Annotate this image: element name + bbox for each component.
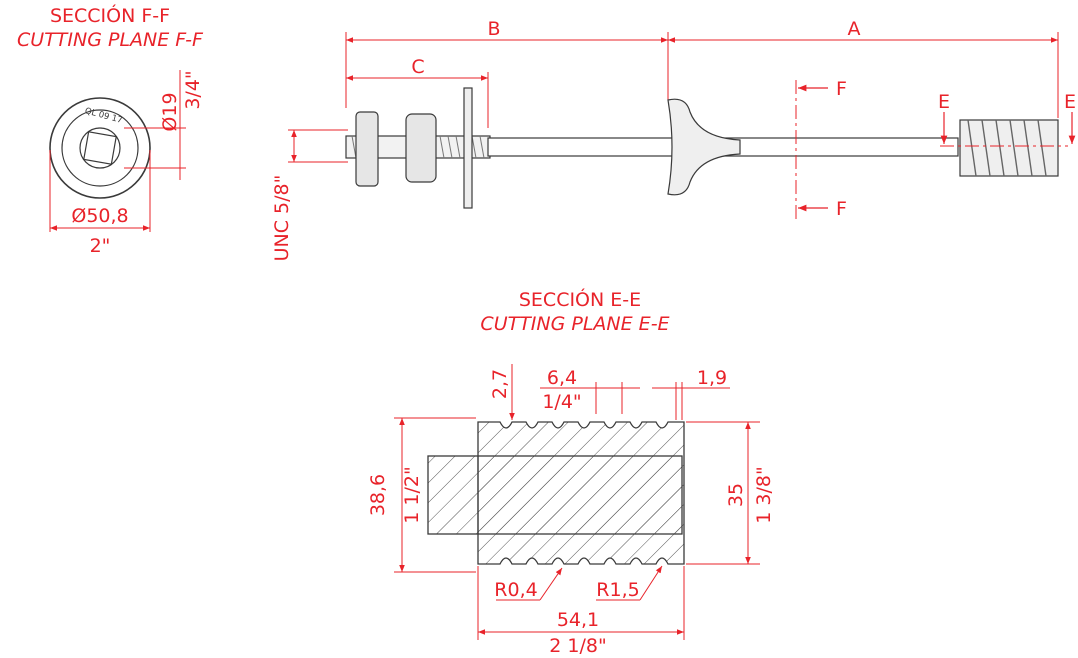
ff-dia-mm: Ø19 — [159, 92, 181, 131]
dim-label-c: C — [411, 56, 424, 78]
cut-e-right: E — [1064, 91, 1076, 113]
main-view: B A C UNC 5/8" — [271, 18, 1076, 261]
ee-radius-large: R1,5 — [596, 579, 639, 601]
ee-depth: 2,7 — [489, 369, 511, 399]
cut-f-top: F — [836, 78, 847, 100]
ee-inner-mm: 35 — [725, 483, 747, 507]
section-ff-view: SECCIÓN F-F CUTTING PLANE F-F QL 09 17 Ø… — [17, 3, 204, 257]
ee-height-in: 1 1/2" — [401, 466, 423, 523]
nut-large — [405, 113, 437, 183]
section-ee-subtitle: CUTTING PLANE E-E — [480, 313, 669, 335]
ff-outer-dia-mm: Ø50,8 — [71, 205, 128, 227]
ff-square-key — [83, 131, 117, 165]
ee-pitch-mm: 6,4 — [547, 367, 577, 389]
dim-label-a: A — [848, 18, 861, 40]
ee-land: 1,9 — [697, 367, 727, 389]
section-ff-subtitle: CUTTING PLANE F-F — [17, 29, 204, 51]
section-ee-title: SECCIÓN E-E — [519, 287, 641, 311]
ee-pitch-in: 1/4" — [542, 391, 581, 413]
anchor-bell — [667, 98, 741, 196]
dim-label-b: B — [487, 18, 500, 40]
ff-engraving: QL 09 17 — [84, 106, 124, 126]
ff-outer-dia-in: 2" — [90, 235, 111, 257]
ee-radius-small: R0,4 — [494, 579, 537, 601]
core-rod-section — [427, 455, 683, 535]
washer — [463, 87, 473, 209]
ff-inner-circle — [61, 109, 139, 187]
thread-spec-label: UNC 5/8" — [271, 175, 293, 262]
ff-outer-circle — [49, 97, 151, 199]
cut-e-left: E — [938, 91, 950, 113]
ff-dia-in: 3/4" — [182, 70, 204, 109]
section-ff-title: SECCIÓN F-F — [50, 3, 170, 27]
ee-length-in: 2 1/8" — [549, 635, 606, 657]
ee-inner-in: 1 3/8" — [753, 466, 775, 523]
ee-length-mm: 54,1 — [557, 609, 599, 631]
nut-small — [355, 111, 379, 187]
ee-height-mm: 38,6 — [367, 474, 389, 516]
section-ee-view: SECCIÓN E-E CUTTING PLANE E-E 2,7 6,4 1/… — [367, 287, 775, 657]
ff-core-circle — [79, 127, 121, 169]
cut-f-bottom: F — [836, 198, 847, 220]
